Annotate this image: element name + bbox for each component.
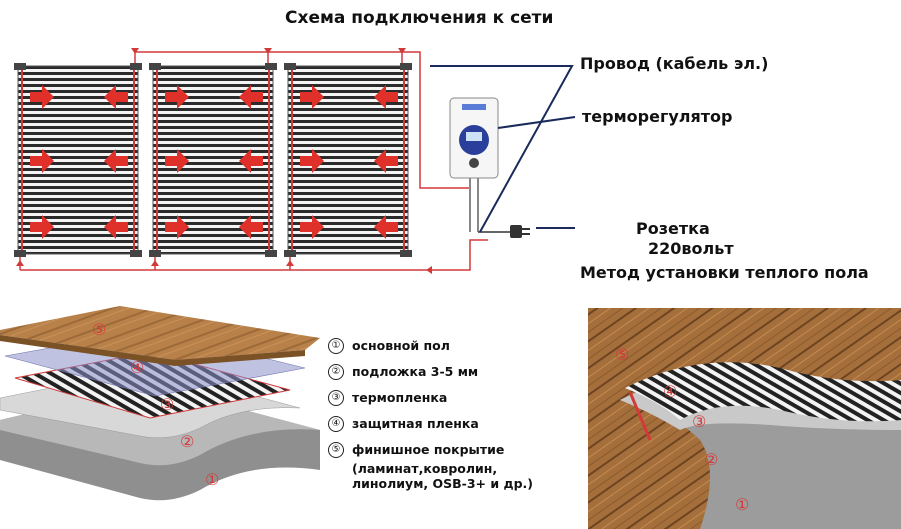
plug-icon xyxy=(478,225,530,238)
section-marker-5: ⑤ xyxy=(615,345,630,364)
arrow-left-icon xyxy=(104,149,128,173)
legend-text-block: финишное покрытие (ламинат,ковролин, лин… xyxy=(352,442,568,491)
legend-text: термопленка xyxy=(352,390,448,405)
arrow-left-icon xyxy=(239,215,263,239)
legend-item: ④ защитная пленка xyxy=(328,416,568,432)
arrow-left-icon xyxy=(374,149,398,173)
voltage-label: 220вольт xyxy=(648,239,734,258)
section-marker-4: ④ xyxy=(663,382,678,401)
exploded-layers xyxy=(0,306,320,501)
arrow-right-icon xyxy=(30,149,54,173)
marker-4: ④ xyxy=(130,358,145,377)
section-marker-3: ③ xyxy=(692,412,707,431)
legend-number: ④ xyxy=(328,416,344,432)
arrow-right-icon xyxy=(165,215,189,239)
arrow-left-icon xyxy=(239,85,263,109)
marker-1: ① xyxy=(205,470,220,489)
legend-item: ⑤ финишное покрытие (ламинат,ковролин, л… xyxy=(328,442,568,491)
arrow-right-icon xyxy=(165,149,189,173)
marker-5: ⑤ xyxy=(92,320,107,339)
legend-text: финишное покрытие xyxy=(352,442,505,457)
arrow-right-icon xyxy=(30,215,54,239)
marker-2: ② xyxy=(180,432,195,451)
section-marker-1: ① xyxy=(735,495,750,514)
thermostat-label: терморегулятор xyxy=(582,107,733,126)
legend-item: ② подложка 3-5 мм xyxy=(328,364,568,380)
arrow-right-icon xyxy=(300,85,324,109)
arrow-right-icon xyxy=(300,215,324,239)
legend-subtext: (ламинат,ковролин, линолиум, OSB-3+ и др… xyxy=(352,461,533,491)
section-heating-film xyxy=(625,362,901,422)
heat-arrows xyxy=(30,85,398,239)
legend-item: ③ термопленка xyxy=(328,390,568,406)
marker-3: ③ xyxy=(160,395,175,414)
legend-text: подложка 3-5 мм xyxy=(352,364,479,379)
leader-lines xyxy=(430,65,576,233)
arrow-left-icon xyxy=(104,85,128,109)
section-marker-2: ② xyxy=(704,450,719,469)
arrow-left-icon xyxy=(239,149,263,173)
legend-number: ② xyxy=(328,364,344,380)
diagram-title: Схема подключения к сети xyxy=(285,8,554,28)
thermostat-icon xyxy=(449,97,499,232)
method-label: Метод установки теплого пола xyxy=(580,263,869,282)
arrow-left-icon xyxy=(374,85,398,109)
arrow-right-icon xyxy=(165,85,189,109)
wire-connectors xyxy=(16,48,432,274)
cross-section xyxy=(588,308,901,529)
layer-legend: ① основной пол ② подложка 3-5 мм ③ термо… xyxy=(328,338,568,501)
layer-finish-coat xyxy=(0,306,320,360)
legend-number: ① xyxy=(328,338,344,354)
legend-text: защитная пленка xyxy=(352,416,479,431)
wire-label: Провод (кабель эл.) xyxy=(580,54,769,73)
arrow-right-icon xyxy=(300,149,324,173)
arrow-right-icon xyxy=(30,85,54,109)
arrow-left-icon xyxy=(104,215,128,239)
legend-number: ⑤ xyxy=(328,442,344,458)
socket-label: Розетка xyxy=(636,219,710,238)
legend-text: основной пол xyxy=(352,338,450,353)
arrow-left-icon xyxy=(374,215,398,239)
legend-number: ③ xyxy=(328,390,344,406)
legend-item: ① основной пол xyxy=(328,338,568,354)
